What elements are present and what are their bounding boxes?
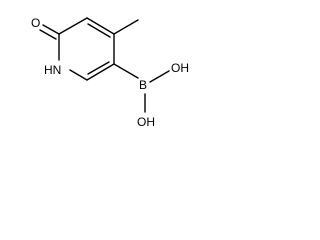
bond-b-oh-top	[149, 70, 170, 83]
atom-ring-nitrogen: HN	[44, 63, 61, 77]
atom-boron: B	[139, 78, 147, 92]
atom-hydroxyl-bottom: OH	[137, 115, 155, 129]
chemical-structure: O HN B OH OH	[31, 16, 189, 129]
bond-c2-o	[42, 24, 60, 35]
bond-c6-n1	[69, 69, 88, 81]
bond-c5-b	[113, 63, 139, 79]
bond-c3-c4-double	[87, 23, 111, 38]
bond-c4-methyl	[113, 19, 139, 35]
bond-c3-c4	[86, 17, 115, 35]
bond-c2-o-double	[39, 29, 57, 40]
bond-c2-c3	[58, 17, 88, 35]
bond-c5-c6-double	[87, 61, 110, 75]
atom-carbonyl-oxygen: O	[31, 16, 40, 30]
bond-c5-c6	[86, 63, 115, 81]
atom-hydroxyl-top: OH	[171, 61, 189, 75]
